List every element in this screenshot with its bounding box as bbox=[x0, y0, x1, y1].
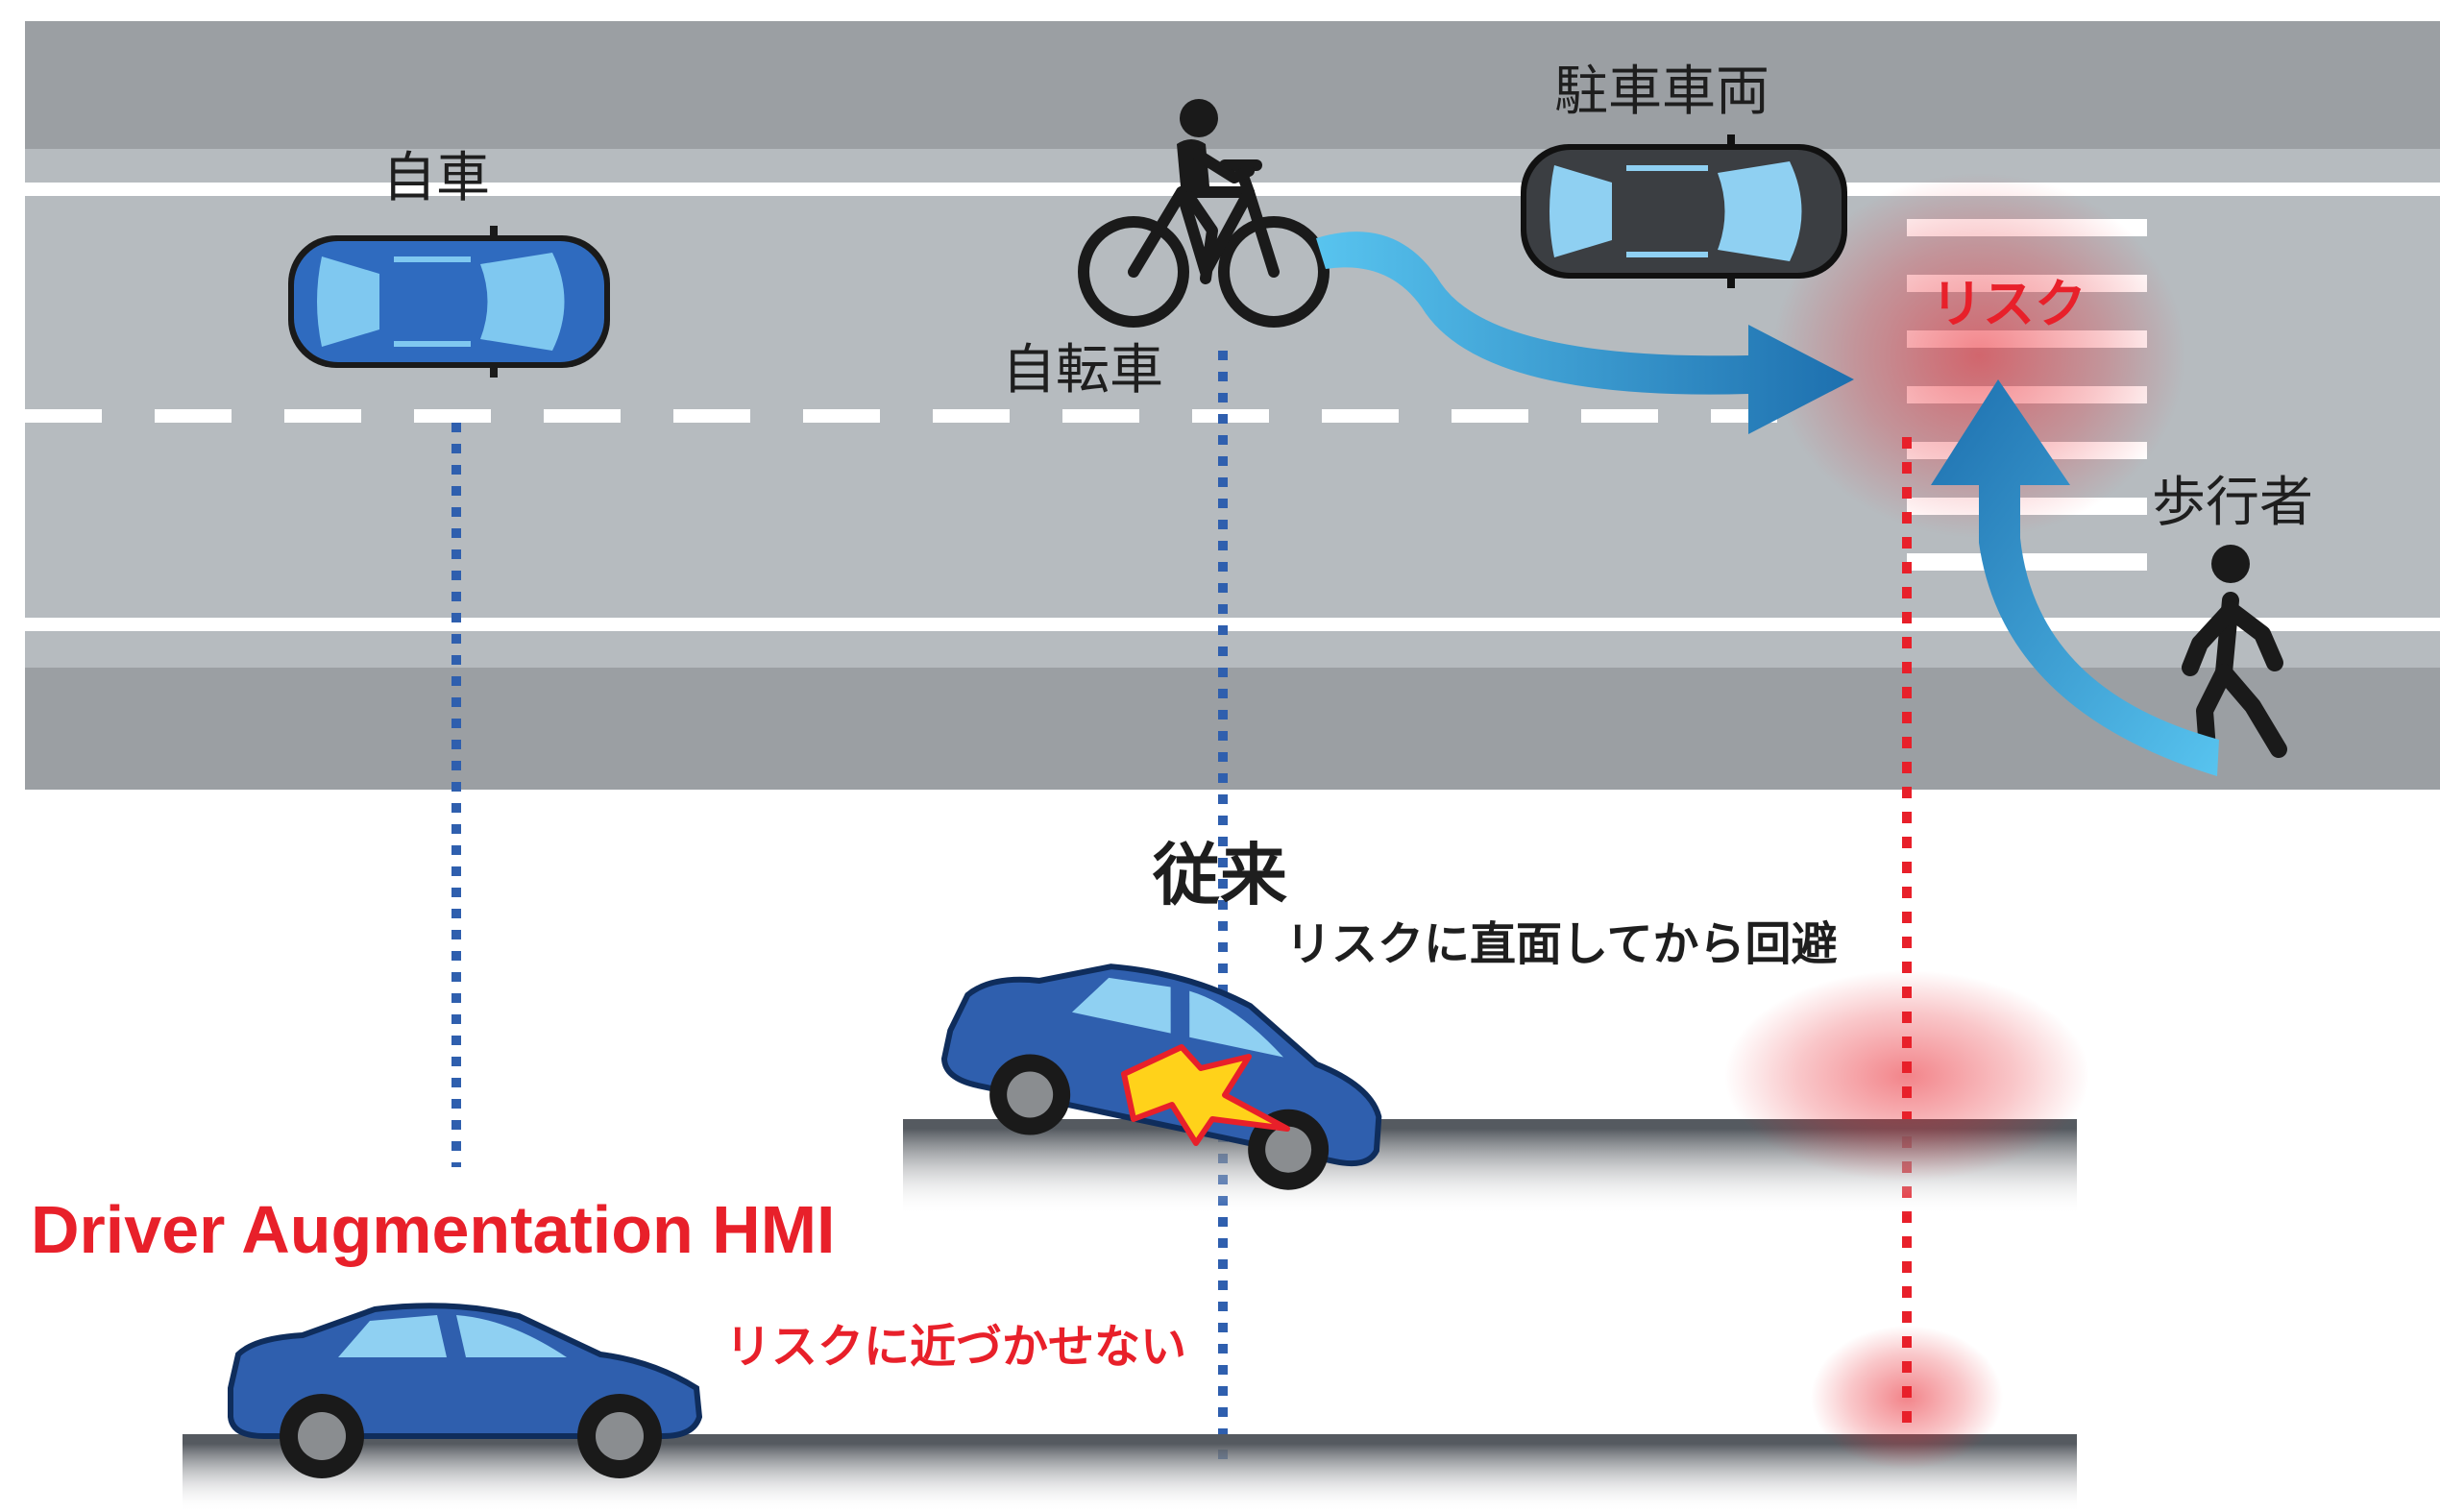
risk-label: リスク bbox=[1931, 274, 2086, 334]
hmi-risk-glow bbox=[1811, 1326, 2003, 1470]
lane-edge-bottom bbox=[25, 618, 2440, 631]
collision-spark-icon bbox=[1121, 1044, 1290, 1146]
bicycle-icon bbox=[1078, 99, 1330, 328]
hmi-subtitle: リスクに近づかせない bbox=[725, 1320, 1187, 1374]
conventional-title: 従来 bbox=[1153, 836, 1287, 915]
own-car-icon bbox=[288, 226, 610, 378]
bicycle-label: 自転車 bbox=[1002, 339, 1163, 402]
conventional-subtitle: リスクに直面してから回避 bbox=[1285, 917, 1838, 971]
bicycle-path-arrow bbox=[1316, 232, 1854, 434]
hmi-car-icon bbox=[228, 1303, 703, 1478]
hmi-title: Driver Augmentation HMI bbox=[31, 1192, 836, 1267]
parked-car-icon bbox=[1521, 134, 1847, 288]
risk-zone-glow bbox=[1772, 173, 2185, 538]
conventional-risk-glow bbox=[1724, 970, 2089, 1182]
own-car-label: 自車 bbox=[382, 147, 490, 209]
hmi-ground bbox=[183, 1434, 2077, 1512]
pedestrian-label: 歩行者 bbox=[2152, 472, 2313, 534]
parked-car-label: 駐車車両 bbox=[1554, 61, 1769, 123]
pedestrian-path-arrow bbox=[1931, 379, 2219, 776]
